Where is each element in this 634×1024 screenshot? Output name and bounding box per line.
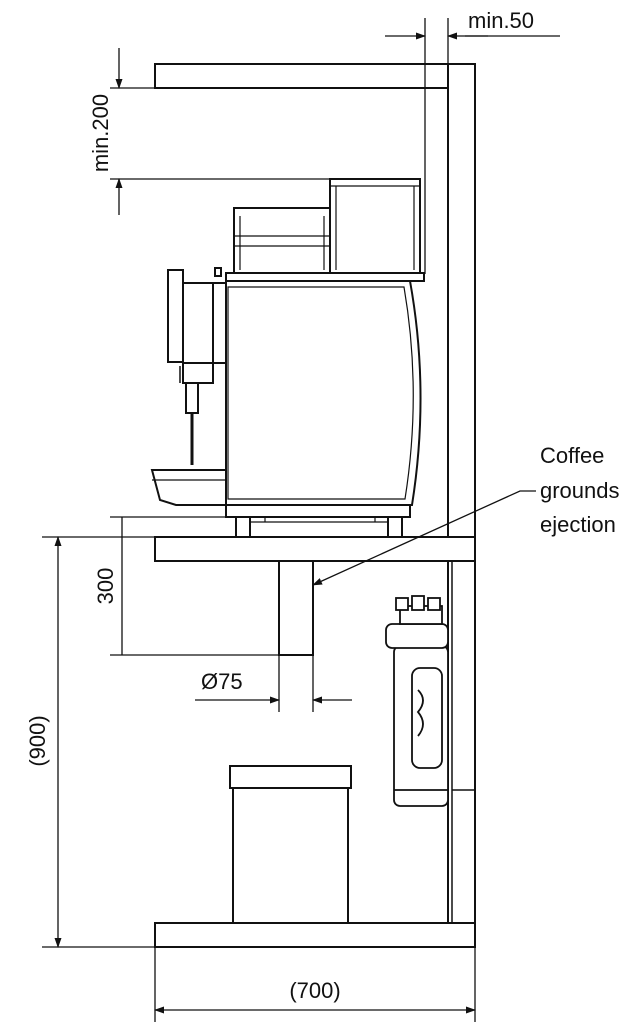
callout-line-1: Coffee: [540, 443, 604, 468]
upper-shelf: [154, 63, 476, 89]
bean-hopper-left: [233, 207, 331, 275]
chute-length-label: 300: [93, 568, 118, 605]
machine-foot-right: [387, 516, 403, 538]
machine-foot-left: [235, 516, 251, 538]
top-clearance-label: min.200: [88, 94, 113, 172]
coffee-machine: [150, 178, 425, 538]
bottom-board: [154, 922, 476, 948]
bean-hopper-right: [329, 178, 421, 275]
cabinet-structure: [154, 63, 476, 948]
control-panel: [182, 282, 214, 364]
cabinet-height-label: (900): [25, 715, 50, 766]
callout-line-3: ejection: [540, 512, 616, 537]
side-clearance-label: min.50: [468, 8, 534, 33]
machine-base: [225, 504, 411, 518]
dimension-lines: [42, 18, 560, 1022]
chute-diameter-label: Ø75: [201, 669, 243, 694]
coffee-spout: [182, 362, 214, 384]
counter-top: [154, 536, 476, 562]
cabinet-depth-label: (700): [289, 978, 340, 1003]
callout-line-2: grounds: [540, 478, 620, 503]
grounds-chute: [278, 560, 314, 656]
grounds-bin: [229, 765, 352, 924]
machine-body: [225, 280, 422, 506]
water-filter: [385, 595, 449, 807]
drip-tray: [150, 469, 227, 506]
